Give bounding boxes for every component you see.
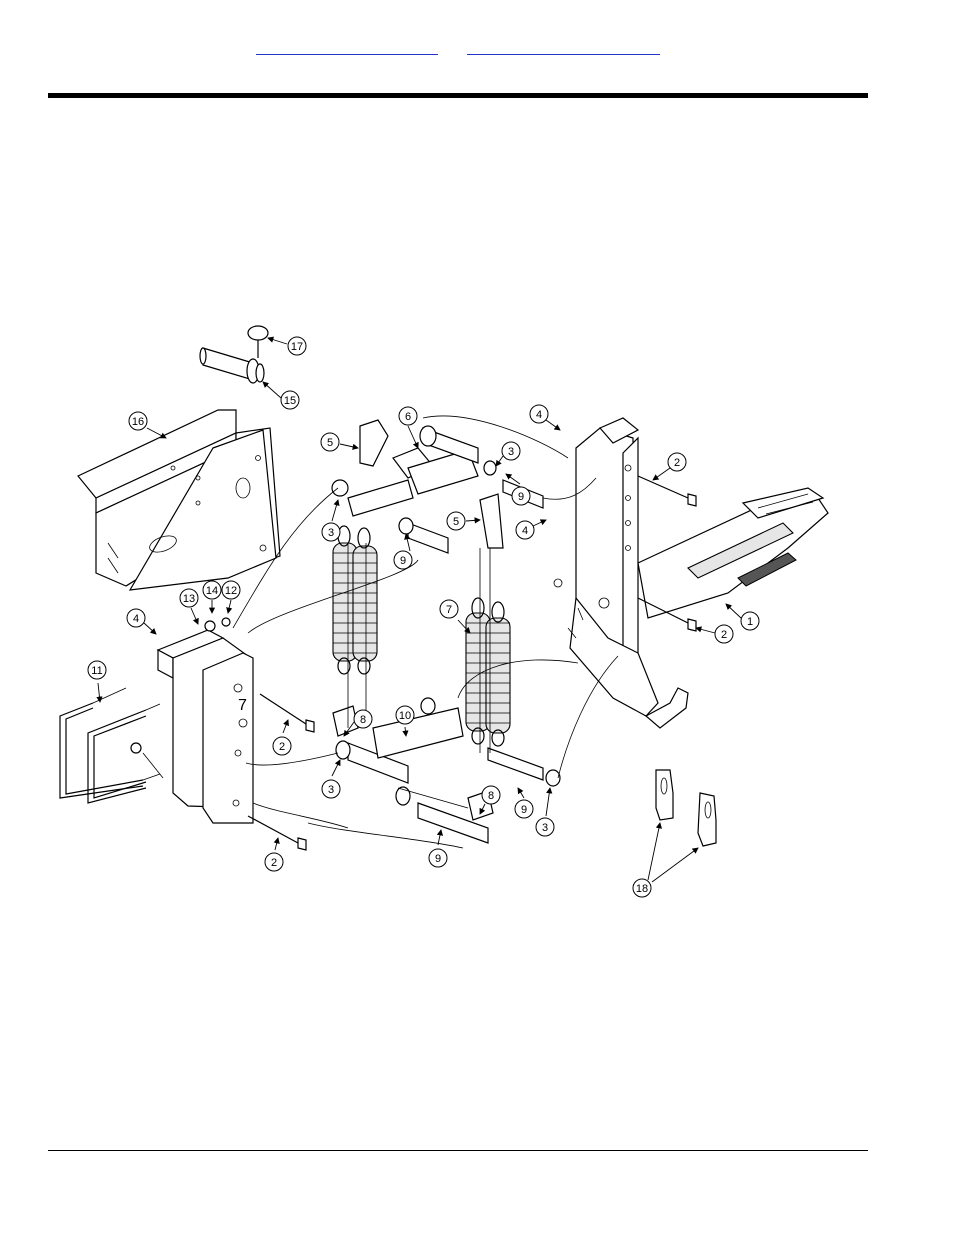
callout-14: 14 <box>203 581 221 613</box>
footer-rule <box>48 1150 868 1151</box>
callout-4-middle: 4 <box>516 520 546 539</box>
svg-text:10: 10 <box>399 710 411 722</box>
svg-text:4: 4 <box>522 525 528 537</box>
svg-text:4: 4 <box>536 409 542 421</box>
header-link-right[interactable] <box>467 40 660 55</box>
main-tube <box>638 488 828 618</box>
callout-5-upper: 5 <box>321 433 358 451</box>
svg-text:13: 13 <box>183 593 195 605</box>
header-link-left[interactable] <box>256 40 438 55</box>
callout-13: 13 <box>180 589 198 624</box>
svg-text:9: 9 <box>518 491 524 503</box>
callout-9-bottom: 9 <box>429 830 447 867</box>
exploded-view: 7 <box>48 308 838 908</box>
svg-text:16: 16 <box>132 416 144 428</box>
callout-15: 15 <box>263 382 299 409</box>
svg-text:1: 1 <box>747 616 753 628</box>
callout-5-middle: 5 <box>447 512 480 530</box>
callout-1: 1 <box>726 604 759 630</box>
callout-2-lower-left: 2 <box>273 720 291 755</box>
svg-text:5: 5 <box>327 437 333 449</box>
svg-text:14: 14 <box>206 585 218 597</box>
callout-18: 18 <box>633 823 698 897</box>
svg-text:5: 5 <box>453 516 459 528</box>
svg-text:17: 17 <box>291 341 303 353</box>
callout-6: 6 <box>399 407 418 448</box>
svg-text:3: 3 <box>328 784 334 796</box>
callout-16: 16 <box>129 412 166 438</box>
callout-11: 11 <box>88 661 106 702</box>
svg-text:8: 8 <box>488 790 494 802</box>
plate-mark: 7 <box>238 697 247 714</box>
callout-9-lower-right: 9 <box>515 788 533 818</box>
svg-text:2: 2 <box>721 629 727 641</box>
callout-12: 12 <box>222 581 240 613</box>
svg-text:7: 7 <box>446 604 452 616</box>
svg-text:18: 18 <box>636 883 648 895</box>
svg-text:9: 9 <box>435 853 441 865</box>
svg-text:2: 2 <box>271 857 277 869</box>
u-bolts <box>60 688 160 803</box>
callout-9-upper-left: 9 <box>394 534 412 569</box>
svg-text:12: 12 <box>225 585 237 597</box>
svg-text:2: 2 <box>279 741 285 753</box>
callout-4-top: 4 <box>530 405 560 430</box>
callout-3-lower-right: 3 <box>536 788 554 836</box>
svg-text:6: 6 <box>405 411 411 423</box>
svg-text:8: 8 <box>360 714 366 726</box>
spring-right <box>466 598 510 746</box>
pin-assembly <box>200 326 268 383</box>
svg-text:11: 11 <box>91 665 102 677</box>
svg-text:2: 2 <box>674 457 680 469</box>
upper-links <box>332 420 543 553</box>
svg-text:15: 15 <box>284 395 296 407</box>
svg-text:3: 3 <box>328 527 334 539</box>
callout-3-upper-left: 3 <box>322 500 340 541</box>
callout-2-top-right: 2 <box>653 453 686 480</box>
callout-3-upper-right: 3 <box>496 442 520 466</box>
mounting-plate: 7 <box>131 618 253 823</box>
parts-diagram: 7 <box>48 308 838 908</box>
callout-2-bottom: 2 <box>265 838 283 871</box>
callout-3-lower-left: 3 <box>322 760 340 798</box>
svg-text:4: 4 <box>133 613 139 625</box>
svg-text:3: 3 <box>542 822 548 834</box>
callout-7: 7 <box>440 600 470 633</box>
svg-text:9: 9 <box>521 804 527 816</box>
callout-2-mid-right: 2 <box>696 625 733 643</box>
svg-text:9: 9 <box>400 555 406 567</box>
callout-4-left: 4 <box>127 609 156 634</box>
callout-17: 17 <box>268 337 306 355</box>
parallel-arm-bracket <box>78 410 280 590</box>
mount-brackets <box>656 770 716 846</box>
spring-left <box>333 526 377 674</box>
header-rule <box>48 93 868 98</box>
svg-text:3: 3 <box>508 446 514 458</box>
